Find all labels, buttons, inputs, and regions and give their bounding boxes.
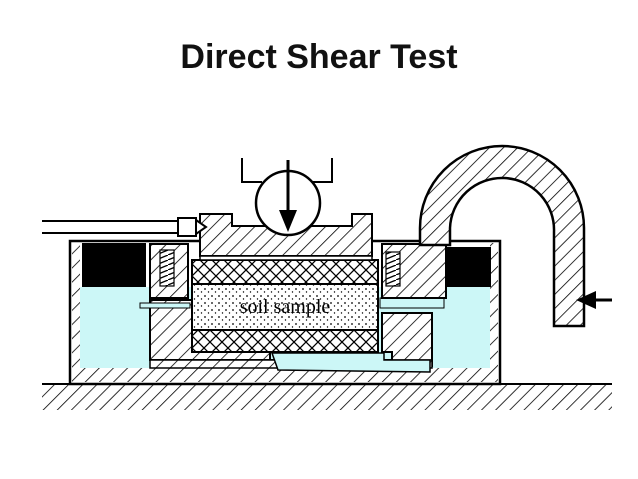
ground-base — [42, 383, 612, 410]
soil-sample: soil sample — [191, 283, 379, 331]
reservoir-left — [82, 243, 146, 287]
lower-shear-box — [139, 297, 445, 373]
spring-left — [159, 249, 175, 287]
soil-sample-label: soil sample — [240, 296, 331, 318]
porous-stone-top — [191, 259, 379, 285]
spring-right — [385, 251, 401, 287]
reservoir-right — [447, 247, 491, 287]
porous-stone-bottom — [191, 329, 379, 353]
dial-gauge-rod — [42, 217, 208, 237]
left-arrow-icon — [576, 291, 612, 309]
curved-loading-arm — [418, 144, 586, 328]
slide-title: Direct Shear Test — [180, 38, 458, 76]
upper-shear-box — [149, 243, 447, 299]
down-arrow-icon — [279, 160, 297, 232]
